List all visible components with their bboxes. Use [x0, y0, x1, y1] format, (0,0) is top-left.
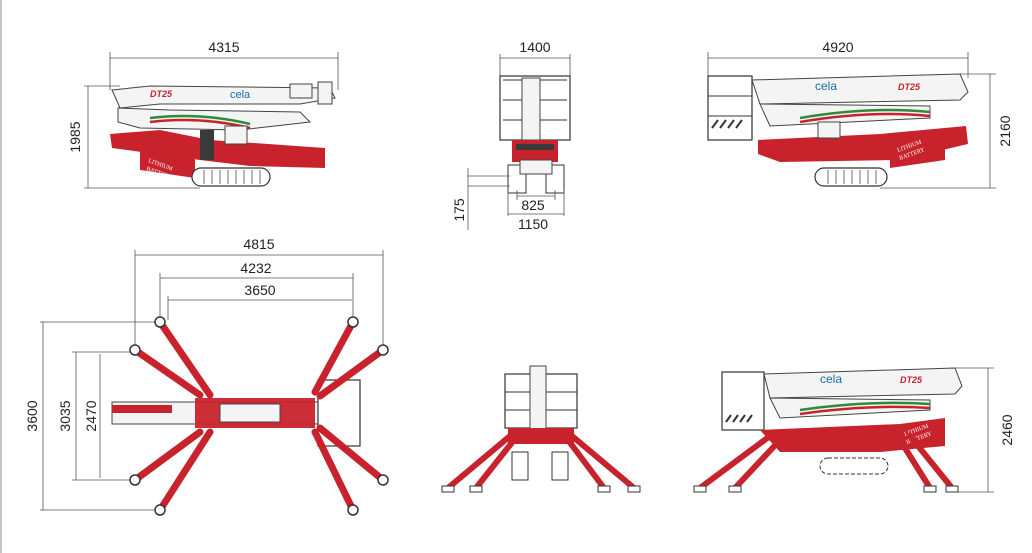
side-view-deployed: 2460 cela DT25 LITHIUM BATTERY	[693, 367, 1015, 493]
dim-right-length: 4920	[822, 39, 853, 55]
right-logo: cela	[815, 79, 837, 93]
deployed-model: DT25	[900, 375, 923, 385]
right-view-machine: cela DT25 LITHIUM BATTERY	[707, 73, 969, 187]
front-view: 1400 175 825 1150	[451, 39, 571, 232]
dim-top-span-2: 4232	[240, 260, 271, 276]
dim-top-span-1: 4815	[243, 236, 274, 252]
front-view-deployed	[441, 365, 641, 493]
deployed-logo: cela	[820, 372, 842, 386]
dim-top-depth-1: 3600	[24, 400, 40, 431]
dim-top-span-3: 3650	[244, 282, 275, 298]
side-view-machine: cela DT25 LITHIUM BATTERY	[110, 81, 336, 187]
side-view: 4315 1985 cela DT25 LITHIUM BATTERY	[67, 39, 339, 189]
side-logo: cela	[230, 89, 251, 101]
dim-right-height: 2160	[997, 115, 1013, 146]
side-model: DT25	[150, 89, 173, 99]
dim-front-width: 1400	[519, 39, 550, 55]
dim-front-clearance: 175	[451, 198, 467, 222]
dim-front-track-outer: 1150	[518, 216, 548, 232]
dim-front-track-inner: 825	[521, 197, 545, 213]
right-view: 4920 2160 cela DT25 LITHIUM BATTERY	[707, 39, 1013, 189]
dim-side-height: 1985	[67, 121, 83, 152]
dim-side-length: 4315	[208, 39, 239, 55]
top-view-outriggers: 4815 4232 3650 3600 3035 2470	[24, 236, 389, 516]
right-model: DT25	[898, 82, 921, 92]
dim-top-depth-3: 2470	[83, 400, 99, 431]
dim-top-depth-2: 3035	[57, 400, 73, 431]
dim-deployed-height: 2460	[999, 414, 1015, 445]
